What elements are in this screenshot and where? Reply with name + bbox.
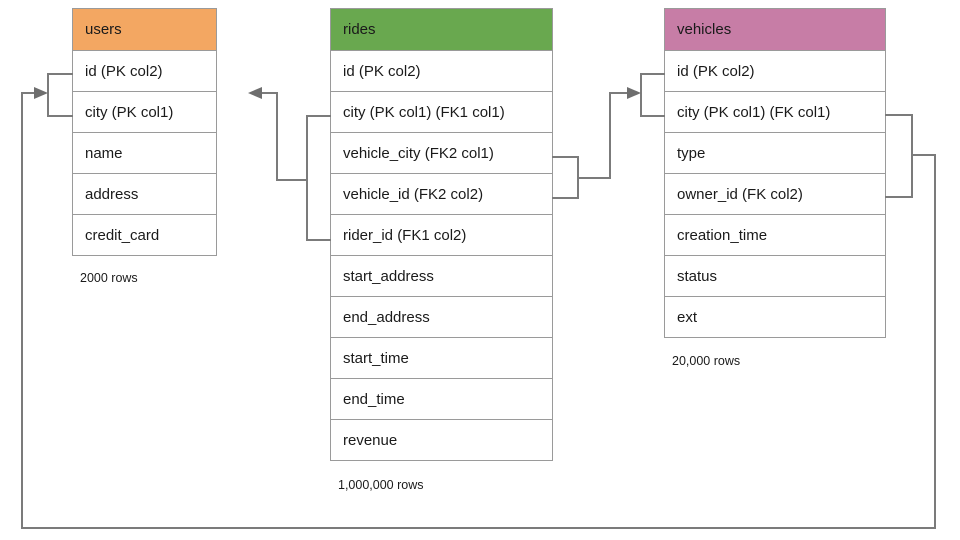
table-users-column-3[interactable]: address (73, 174, 216, 215)
table-vehicles-column-0[interactable]: id (PK col2) (665, 51, 885, 92)
table-rides-column-8[interactable]: end_time (331, 379, 552, 420)
relationship-rides-fk2-vehicles-arrowhead (627, 87, 641, 99)
table-users-row-count: 2000 rows (80, 271, 138, 285)
table-vehicles-column-3[interactable]: owner_id (FK col2) (665, 174, 885, 215)
table-rides-row-count: 1,000,000 rows (338, 478, 424, 492)
relationship-rides-fk1-users-arrowhead (248, 87, 262, 99)
table-rides-column-5[interactable]: start_address (331, 256, 552, 297)
table-vehicles-column-2[interactable]: type (665, 133, 885, 174)
relationship-rides-fk2-vehicles-path (577, 92, 632, 179)
vehicles-key-bracket (640, 73, 665, 117)
relationship-rides-fk1-users-path (257, 92, 308, 181)
relationship-rides-fk1-users-wire (306, 115, 331, 241)
relationship-rides-fk2-vehicles-wire (552, 156, 579, 199)
table-rides[interactable]: rides id (PK col2) city (PK col1) (FK1 c… (330, 8, 553, 461)
table-vehicles-column-5[interactable]: status (665, 256, 885, 297)
table-users[interactable]: users id (PK col2) city (PK col1) name a… (72, 8, 217, 256)
table-users-column-4[interactable]: credit_card (73, 215, 216, 256)
table-rides-column-2[interactable]: vehicle_city (FK2 col1) (331, 133, 552, 174)
table-vehicles[interactable]: vehicles id (PK col2) city (PK col1) (FK… (664, 8, 886, 338)
table-vehicles-column-1[interactable]: city (PK col1) (FK col1) (665, 92, 885, 133)
relationship-vehicles-fk-users-arrowhead (34, 87, 48, 99)
table-vehicles-column-6[interactable]: ext (665, 297, 885, 338)
users-key-bracket (47, 73, 73, 117)
table-users-column-2[interactable]: name (73, 133, 216, 174)
table-vehicles-row-count: 20,000 rows (672, 354, 741, 368)
table-rides-column-6[interactable]: end_address (331, 297, 552, 338)
table-rides-column-1[interactable]: city (PK col1) (FK1 col1) (331, 92, 552, 133)
table-vehicles-header: vehicles (665, 9, 885, 51)
table-rides-column-9[interactable]: revenue (331, 420, 552, 461)
table-rides-column-7[interactable]: start_time (331, 338, 552, 379)
table-users-header: users (73, 9, 216, 51)
table-rides-column-4[interactable]: rider_id (FK1 col2) (331, 215, 552, 256)
table-rides-column-0[interactable]: id (PK col2) (331, 51, 552, 92)
table-rides-column-3[interactable]: vehicle_id (FK2 col2) (331, 174, 552, 215)
table-vehicles-column-4[interactable]: creation_time (665, 215, 885, 256)
table-users-column-1[interactable]: city (PK col1) (73, 92, 216, 133)
table-rides-header: rides (331, 9, 552, 51)
table-users-column-0[interactable]: id (PK col2) (73, 51, 216, 92)
relationship-vehicles-fk-users-wire (885, 114, 913, 198)
